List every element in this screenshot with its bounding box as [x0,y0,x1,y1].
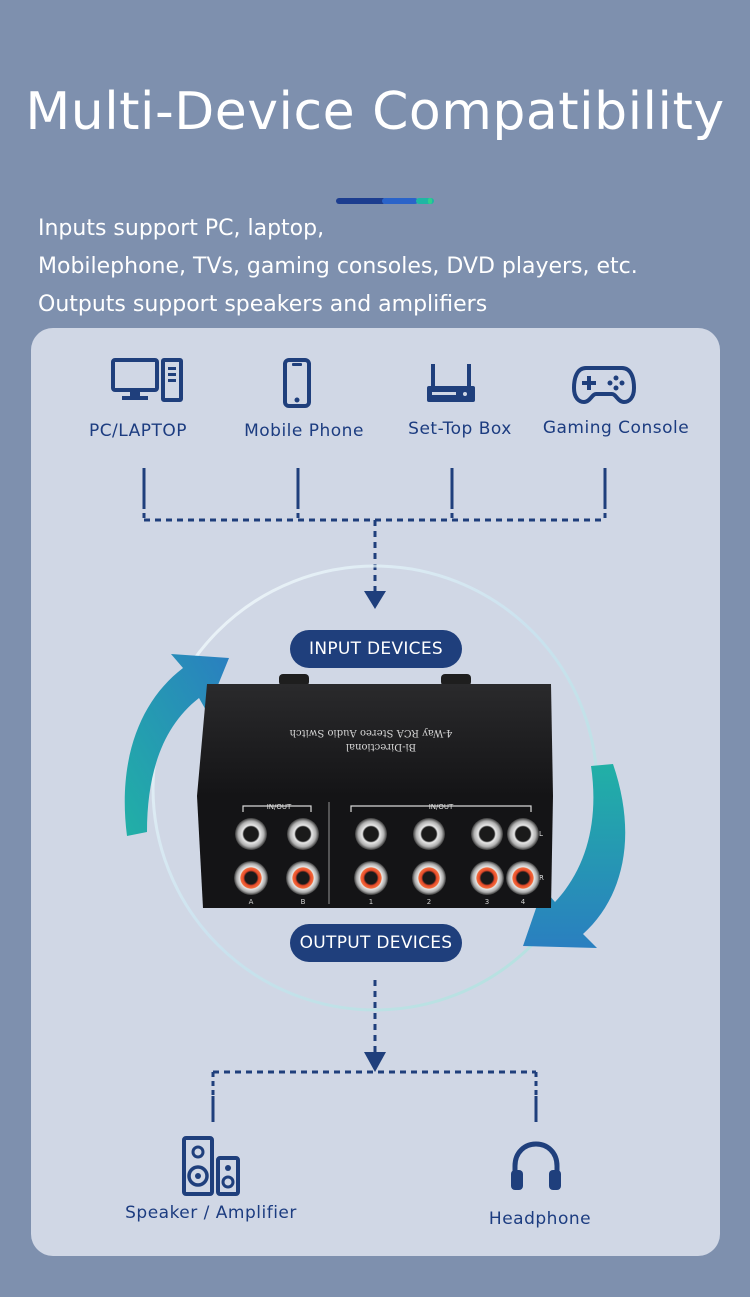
product-top-text-line1: 4-Way RCA Stereo Audio Switch [289,727,452,738]
intro-line-devices: Mobilephone, TVs, gaming consoles, DVD p… [38,254,638,279]
device-label-gaming-console: Gaming Console [542,418,690,438]
rca-jacks-white [235,818,539,850]
output-devices-badge: OUTPUT DEVICES [290,924,462,962]
port-label-2: 2 [427,898,431,906]
rca-jacks-red [234,861,540,895]
device-label-headphone: Headphone [488,1209,592,1229]
compatibility-panel: PC/LAPTOP Mobile Phone Set-Top Box Gam [31,328,720,1256]
headphone-icon [509,1140,563,1196]
port-label-b: B [301,898,306,906]
intro-line-outputs: Outputs support speakers and amplifiers [38,292,488,317]
intro-line-inputs: Inputs support PC, laptop, [38,216,325,241]
product-channel-l: L [539,830,543,838]
port-label-a: A [249,898,254,906]
device-label-pc: PC/LAPTOP [88,421,188,441]
product-group-label-right: IN/OUT [429,803,454,811]
input-devices-badge: INPUT DEVICES [290,630,462,668]
arrow-left-curve [124,654,229,836]
mobile-phone-icon [283,358,311,412]
device-label-set-top-box: Set-Top Box [408,419,512,439]
audio-switch-product-image: 4-Way RCA Stereo Audio Switch Bi-Directi… [197,674,553,908]
device-label-speaker: Speaker / Amplifier [125,1203,297,1223]
input-connector-lines [142,468,607,609]
port-label-1: 1 [369,898,373,906]
output-connector-lines [211,980,538,1122]
desktop-pc-icon [111,358,185,408]
set-top-box-icon [425,362,477,410]
speaker-icon [182,1136,240,1200]
product-channel-r: R [539,874,544,882]
port-label-3: 3 [485,898,489,906]
gamepad-icon [571,364,637,408]
page-title: Multi-Device Compatibility [25,82,725,142]
intro-text: Inputs support PC, laptop, Mobilephone, … [38,210,728,324]
product-group-label-left: IN/OUT [267,803,292,811]
device-label-mobile: Mobile Phone [244,421,364,441]
port-label-4: 4 [521,898,526,906]
product-top-text-line2: Bi-Directional [346,741,416,752]
